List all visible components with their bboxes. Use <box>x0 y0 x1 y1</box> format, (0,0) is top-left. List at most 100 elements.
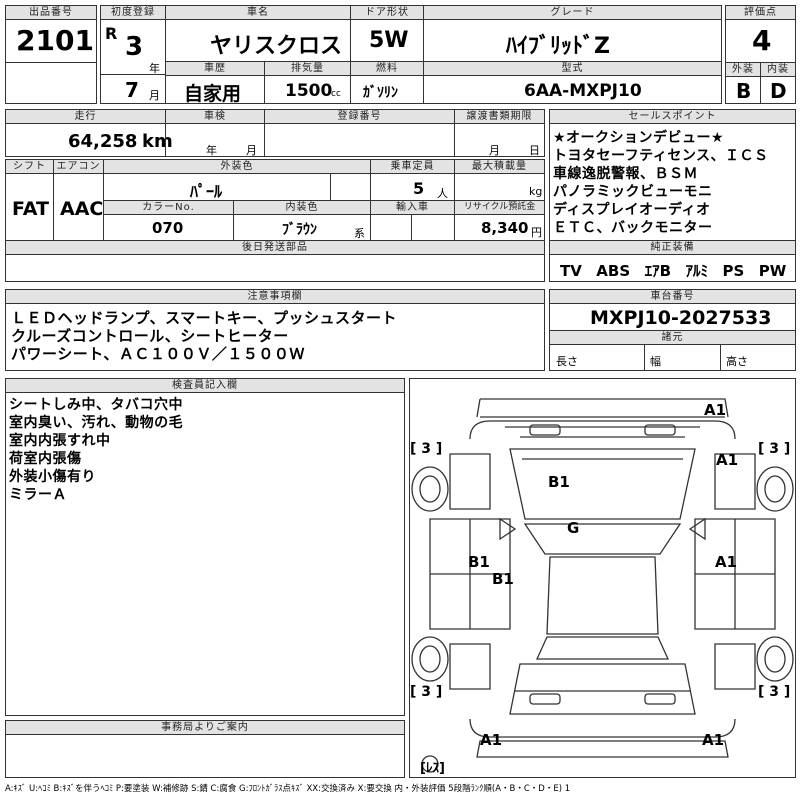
inspector-line: 室内内張すれ中 <box>9 433 111 449</box>
ext-box: B <box>725 76 761 104</box>
ac: AAC <box>60 198 104 220</box>
import-label: 輸入車 <box>370 200 455 215</box>
sales-item: トヨタセーフティセンス、ＩＣＳ <box>553 148 769 164</box>
sales-item: ＥＴＣ、バックモニター <box>553 220 713 236</box>
plate-box <box>264 123 455 157</box>
color-number: 070 <box>152 219 184 237</box>
int-color: ﾌﾞﾗｳﾝ <box>282 222 317 238</box>
equip-label: 純正装備 <box>549 240 796 255</box>
transfer-month: 月 <box>489 144 500 157</box>
shift-label: シフト <box>5 159 54 174</box>
int-box: D <box>760 76 796 104</box>
reg-month-box: 7 月 <box>100 74 166 104</box>
tire-front-right: [ 3 ] <box>758 441 791 457</box>
reg-year: 3 <box>125 32 144 62</box>
later-parts-box <box>5 254 545 282</box>
later-parts-label: 後日発送部品 <box>5 240 545 255</box>
mark-a1-bottom-right: A1 <box>702 731 725 749</box>
int-label: 内装 <box>760 62 796 77</box>
load-label: 最大積載量 <box>454 159 545 174</box>
era: R <box>105 24 118 43</box>
equip-item: PS <box>722 262 745 280</box>
fuel: ｶﾞｿﾘﾝ <box>363 85 398 101</box>
equip-item: PW <box>758 262 787 280</box>
mark-b1-side-2: B1 <box>492 570 514 588</box>
history-label: 車歴 <box>165 61 265 76</box>
spec-divider <box>644 344 645 371</box>
year-unit: 年 <box>149 62 160 75</box>
recycle-fee: 8,340 <box>481 219 529 237</box>
inspector-line: 外装小傷有り <box>9 469 96 485</box>
notes-box: ＬＥＤヘッドランプ、スマートキー、プッシュスタート クルーズコントロール、シート… <box>5 303 545 371</box>
model-box: 6AA-MXPJ10 <box>423 75 722 104</box>
recycle-label: リサイクル預託金 <box>454 200 545 215</box>
reg-month: 7 <box>125 78 139 102</box>
mileage-box: 64,258 km <box>5 123 173 157</box>
lot-extra-box <box>5 62 97 104</box>
chassis-box: MXPJ10-2027533 <box>549 303 796 331</box>
inspect-month-unit: 月 <box>246 144 257 157</box>
model-label: 型式 <box>423 61 722 76</box>
spec-height: 高さ <box>726 355 748 368</box>
inspector-label: 検査員記入欄 <box>5 378 405 393</box>
colorno-label: カラーNo. <box>103 200 234 215</box>
fuel-label: 燃料 <box>350 61 424 76</box>
reg-year-box: R 3 年 <box>100 19 166 75</box>
note-line: ＬＥＤヘッドランプ、スマートキー、プッシュスタート <box>11 309 398 327</box>
spec-width: 幅 <box>650 355 661 368</box>
import-box-a <box>370 214 412 241</box>
sales-item: ディスプレイオーディオ <box>553 202 711 218</box>
mark-a1-top: A1 <box>704 401 727 419</box>
inspector-line: 荷室内張傷 <box>9 451 82 467</box>
plate-label: 登録番号 <box>264 109 455 124</box>
seats: 5 <box>413 179 425 198</box>
car-name: ヤリスクロス <box>210 34 343 59</box>
sales-item: 車線逸脱警報、ＢＳＭ <box>553 166 698 182</box>
car-outline <box>411 398 794 773</box>
spec-length: 長さ <box>556 355 578 368</box>
inspector-line: 室内臭い、汚れ、動物の毛 <box>9 415 184 431</box>
load-unit: kg <box>529 185 543 198</box>
inspect-box: 年 月 <box>165 123 265 157</box>
mark-a1-side: A1 <box>715 553 738 571</box>
ac-box: AAC <box>53 173 104 241</box>
inspect-label: 車検 <box>165 109 265 124</box>
int-color-unit: 系 <box>354 227 365 240</box>
mark-b1-side: B1 <box>468 553 490 571</box>
seats-unit: 人 <box>437 187 448 200</box>
name-box: ヤリスクロス <box>165 19 351 62</box>
lot-number: 2101 <box>16 24 94 57</box>
door-label: ドア形状 <box>350 5 424 20</box>
int-grade: D <box>770 79 787 103</box>
legend: A:ｷｽﾞ U:ﾍｺﾐ B:ｷｽﾞを伴うﾍｺﾐ P:要塗装 W:補修跡 S:錆 … <box>5 784 571 794</box>
mark-a1-front-right: A1 <box>716 451 739 469</box>
color-label: 外装色 <box>103 159 371 174</box>
lot-box: 2101 <box>5 19 97 63</box>
mark-g: G <box>567 519 580 537</box>
intcolor-label: 内装色 <box>233 200 371 215</box>
sales-item: パノラミックビューモニ <box>553 184 713 200</box>
mark-b1-hood: B1 <box>548 473 570 491</box>
seats-box: 5 人 <box>370 173 455 201</box>
ac-label: エアコン <box>53 159 104 174</box>
import-box-b <box>411 214 455 241</box>
office-box <box>5 734 405 778</box>
ext-color: ﾊﾟｰﾙ <box>190 182 223 201</box>
equip-item: ｱﾙﾐ <box>685 262 709 280</box>
door-box: 5W <box>350 19 424 62</box>
recycle-box: 8,340 円 <box>454 214 545 241</box>
score-box: 4 <box>725 19 796 63</box>
tire-front-left: [ 3 ] <box>410 441 443 457</box>
spec-label: 諸元 <box>549 330 796 345</box>
mileage: 64,258 <box>68 131 138 152</box>
mileage-label: 走行 <box>5 109 166 124</box>
office-label: 事務局よりご案内 <box>5 720 405 735</box>
score-label: 評価点 <box>725 5 796 20</box>
month-unit: 月 <box>149 89 160 102</box>
tire-rear-right: [ 3 ] <box>758 684 791 700</box>
color-sub-box <box>330 173 371 201</box>
sales-points: ★オークションデビュー★ トヨタセーフティセンス、ＩＣＳ 車線逸脱警報、ＢＳＭ … <box>549 123 796 241</box>
inspector-line: ミラーＡ <box>9 487 67 503</box>
sales-label: セールスポイント <box>549 109 796 124</box>
spec-box: 長さ 幅 高さ <box>549 344 796 371</box>
